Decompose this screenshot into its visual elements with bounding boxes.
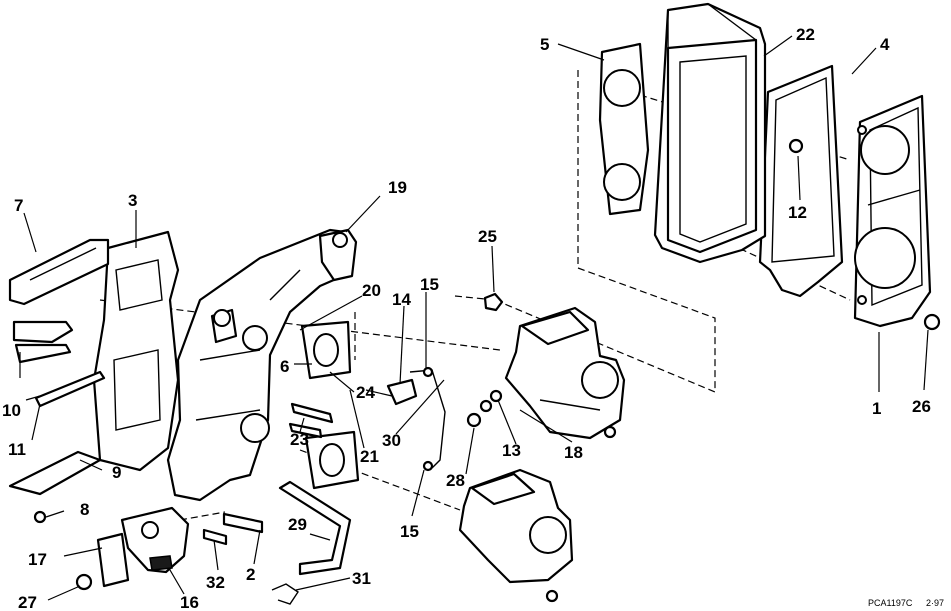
lower-carburetor [458,468,574,603]
callout-8: 8 [80,500,89,519]
callout-numbers: 1 2 3 4 5 6 7 8 9 10 11 12 13 14 15 15 1… [2,25,931,611]
reed-plate-gasket [92,230,180,472]
callout-19: 19 [388,178,407,197]
screw-12 [788,138,804,154]
callout-1: 1 [872,399,881,418]
screw-8 [33,510,47,524]
callout-30: 30 [382,431,401,450]
callout-5: 5 [540,35,549,54]
callout-13: 13 [502,441,521,460]
callout-12: 12 [788,203,807,222]
hose-clip [271,583,299,605]
callout-17: 17 [28,550,47,569]
primer-valve [120,506,190,574]
carb-gasket-lower [304,430,360,490]
silencer-gasket [758,64,844,298]
callout-9: 9 [112,463,121,482]
reed-plate [8,450,102,496]
callout-15a: 15 [420,275,439,294]
callout-23: 23 [290,430,309,449]
callout-18: 18 [564,443,583,462]
callout-11: 11 [8,440,26,459]
washer-13 [479,389,503,413]
primer-hose [278,480,352,576]
callout-28: 28 [446,471,465,490]
callout-24: 24 [356,383,375,402]
callout-7: 7 [14,196,23,215]
linkage-rod [386,366,446,472]
callout-2: 2 [246,565,255,584]
callout-27: 27 [18,593,37,611]
upper-carburetor [504,306,626,440]
bracket-17 [96,532,130,588]
callout-25: 25 [478,227,497,246]
screw-23 [288,402,334,439]
callout-3: 3 [128,191,137,210]
leader-lines [19,35,929,601]
screw-32 [202,528,228,546]
callout-14: 14 [392,290,411,309]
screw-27 [75,573,93,591]
figure-code: PCA1197C [868,598,913,608]
callout-15b: 15 [400,522,419,541]
screw-28 [466,412,482,428]
callout-26: 26 [912,397,931,416]
air-silencer-cover [853,94,932,328]
callout-31: 31 [352,569,371,588]
callout-6: 6 [280,357,289,376]
callout-22: 22 [796,25,815,44]
screw-2 [222,512,264,534]
reed-stop [34,370,106,408]
nut-25 [483,292,504,312]
reed-block [8,238,110,306]
reed-petals [12,320,74,364]
callout-29: 29 [288,515,307,534]
figure-date: 2·97 [926,598,944,608]
screw-26 [923,313,941,331]
intake-manifold [166,228,358,502]
carb-gasket-upper [300,320,352,380]
callout-16: 16 [180,593,199,611]
callout-10: 10 [2,401,21,420]
callout-20: 20 [362,281,381,300]
callout-32: 32 [206,573,225,592]
callout-21: 21 [360,447,379,466]
callout-4: 4 [880,35,890,54]
plate-gasket-5 [598,42,650,216]
air-silencer-base [653,2,767,264]
